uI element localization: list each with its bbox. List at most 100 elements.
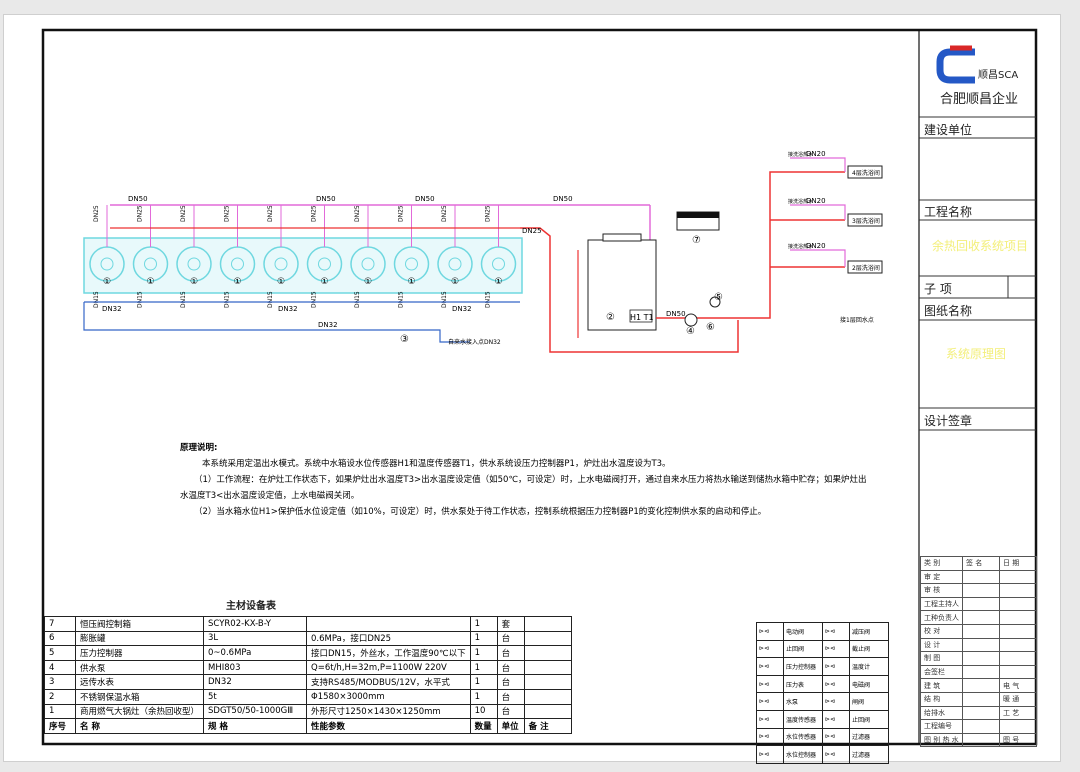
legend-row: ⊳⊲水位传感器⊳⊲过滤器: [756, 727, 889, 747]
valve-label: DN25: [137, 205, 144, 222]
legend-label: 止回阀: [783, 639, 823, 659]
sub-item-label: 子 项: [924, 282, 952, 296]
sign-cell: [999, 651, 1037, 666]
legend-symbol: ⊳⊲: [822, 692, 850, 711]
boiler-burner: [448, 257, 462, 271]
table-cell: 5t: [203, 688, 308, 705]
sign-cell: [962, 637, 1000, 653]
valve-label: DN25: [354, 205, 361, 222]
sign-cell: 给排水: [920, 705, 963, 721]
sign-cell: [962, 678, 1000, 693]
boiler-burner: [318, 257, 331, 271]
sign-cell: [999, 569, 1037, 585]
valve-label: DN15: [267, 291, 274, 308]
floor-label: 4层洗浴间: [852, 169, 880, 177]
table-cell: [523, 630, 572, 647]
table-cell: 供水泵: [74, 659, 205, 676]
legend-label: 电磁阀: [849, 674, 889, 694]
sign-cell: 图 号: [999, 732, 1037, 748]
sign-row: 结 构暖 通: [920, 691, 1037, 707]
legend-symbol: ⊳⊲: [822, 709, 850, 729]
table-cell: 规 格: [203, 718, 308, 734]
table-cell: 外形尺寸1250×1430×1250mm: [306, 703, 471, 720]
boiler-unit: [219, 246, 256, 282]
valve-label: DN25: [224, 205, 231, 222]
legend-label: 截止阀: [849, 639, 889, 659]
boiler-unit: [263, 246, 299, 282]
table-cell: 台: [496, 630, 525, 647]
floor2-box: [847, 260, 883, 274]
table-cell: Φ1580×3000mm: [306, 688, 471, 705]
valve-label: DN15: [485, 291, 492, 308]
sign-cell: [999, 623, 1037, 639]
valve-label: DN15: [93, 291, 100, 308]
company-logo: [936, 45, 975, 84]
table-cell: 1: [469, 688, 498, 705]
valve-label: DN15: [354, 291, 361, 308]
boiler-burner: [405, 257, 418, 271]
notes-heading: 原理说明:: [180, 443, 218, 453]
valve-label: DN25: [93, 205, 100, 222]
table-cell: 商用燃气大锅灶（余热回收型）: [74, 703, 205, 720]
sign-cell: 日 期: [999, 556, 1037, 571]
sign-cell: [962, 651, 1000, 666]
table-cell: [523, 616, 572, 632]
construction-unit-label: 建设单位: [924, 123, 973, 137]
floor3-box: [847, 213, 883, 227]
table-cell: 台: [496, 674, 525, 690]
callout: ③: [400, 334, 409, 345]
boiler-burner: [187, 257, 201, 271]
table-cell: 台: [496, 703, 525, 720]
sign-cell: 工种负责人: [920, 610, 963, 625]
table-header-row: 序号名 称规 格性能参数数量单位备 注: [44, 718, 572, 734]
sign-row: 建 筑电 气: [920, 678, 1037, 693]
notes-line: 本系统采用定温出水模式。系统中水箱设水位传感器H1和温度传感器T1，供水系统设压…: [202, 459, 671, 469]
table-cell: 3L: [203, 630, 308, 647]
boiler-callout: ①: [321, 277, 329, 287]
return-label: 接1层回水点: [840, 316, 874, 324]
legend-symbol: ⊳⊲: [756, 674, 784, 694]
table-cell: 1: [469, 659, 498, 676]
table-cell: 台: [496, 659, 525, 676]
table-cell: [523, 659, 572, 676]
sign-row: 给排水工 艺: [920, 705, 1037, 721]
sign-row: 图 别 热 水图 号: [920, 732, 1037, 748]
design-seal-label: 设计签章: [924, 414, 973, 428]
sign-cell: [999, 583, 1037, 598]
project-name-label: 工程名称: [924, 205, 973, 219]
legend-row: ⊳⊲温度传感器⊳⊲止回阀: [756, 709, 889, 729]
sign-cell: 校 对: [920, 623, 963, 639]
table-cell: SCYR02-KX-B-Y: [203, 616, 308, 632]
valve-label: DN15: [137, 291, 144, 308]
sign-row: 工种负责人: [920, 610, 1037, 625]
legend-symbol: ⊳⊲: [822, 745, 850, 764]
sign-row: 审 定: [920, 569, 1037, 585]
sign-row: 工程编号: [920, 719, 1037, 734]
pipe-label: DN50: [553, 195, 573, 203]
boiler-callout: ①: [103, 277, 111, 287]
table-cell: 压力控制器: [74, 645, 205, 661]
legend-row: ⊳⊲压力控制器⊳⊲温度计: [756, 657, 889, 676]
notes-line: 水温度T3<出水温度设定值，上水电磁阀关闭。: [180, 491, 360, 501]
table-cell: [523, 674, 572, 690]
legend-label: 温度计: [849, 657, 889, 676]
logo-text: 顺昌SCA: [978, 70, 1019, 81]
project-name: 余热回收系统项目: [932, 239, 1029, 253]
boiler-burner: [492, 257, 505, 271]
legend-symbol: ⊳⊲: [822, 674, 850, 694]
sign-cell: [962, 569, 1000, 585]
legend-label: 压力表: [783, 674, 823, 694]
legend-label: 水位控制器: [783, 745, 823, 764]
legend-symbol: ⊳⊲: [756, 639, 784, 659]
tank-sensor-label: H1 T1: [630, 313, 654, 322]
legend-label: 水位传感器: [783, 727, 823, 747]
table-cell: [523, 688, 572, 705]
table-cell: 1: [469, 630, 498, 647]
sign-row: 会签栏: [920, 664, 1037, 680]
sign-cell: 建 筑: [920, 678, 963, 693]
table-cell: [306, 616, 471, 632]
